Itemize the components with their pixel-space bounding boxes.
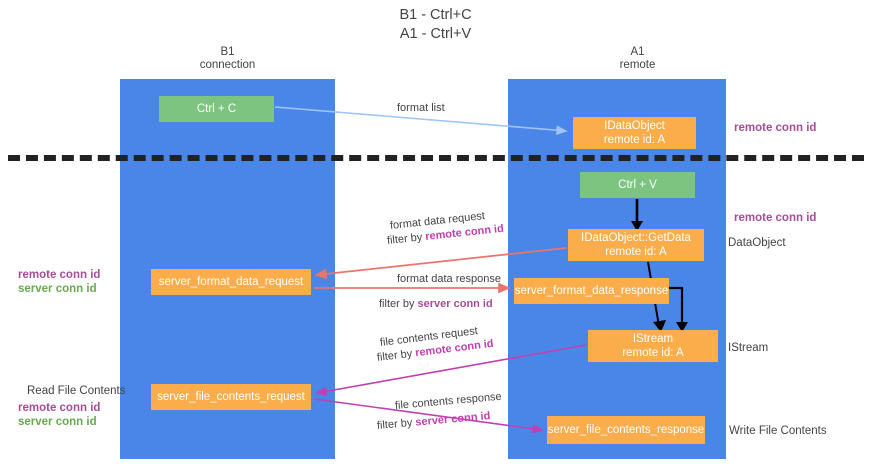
phase-divider (8, 155, 864, 161)
note-conn-ids-upper: remote conn id server conn id (18, 268, 100, 296)
node-ctrl-c[interactable]: Ctrl + C (159, 96, 274, 122)
edge-label-format-data-response-text: format data response (397, 273, 501, 285)
note-write-file-contents: Write File Contents (729, 424, 827, 438)
note-conn-ids-upper-server: server conn id (18, 283, 97, 295)
title-line-2: A1 - Ctrl+V (399, 26, 472, 42)
note-remote-conn-id-mid: remote conn id (734, 211, 816, 225)
arrow-format-data-request (314, 247, 567, 280)
node-ctrl-c-label: Ctrl + C (196, 103, 237, 115)
node-getdata[interactable]: IDataObject::GetData remote id: A (568, 229, 704, 261)
node-server-file-contents-request[interactable]: server_file_contents_request (151, 384, 311, 410)
arrow-response-to-istream-head (676, 322, 688, 332)
edge-label-format-list: format list (397, 101, 445, 115)
arrow-file-contents-request (315, 344, 587, 397)
node-server-format-data-request-label: server_format_data_request (158, 276, 304, 288)
column-header-a1-name: A1 (630, 46, 645, 58)
column-header-b1: B1 connection (150, 46, 305, 72)
edge-filter-format-data-response: filter by server conn id (379, 297, 493, 311)
node-idataobject[interactable]: IDataObject remote id: A (573, 117, 696, 149)
node-server-format-data-response-label: server_format_data_response (514, 285, 669, 297)
note-remote-conn-id-top-text: remote conn id (734, 122, 817, 134)
node-server-file-contents-response[interactable]: server_file_contents_response (547, 416, 705, 444)
note-remote-conn-id-top: remote conn id (734, 121, 816, 135)
note-conn-ids-lower: remote conn id server conn id (18, 401, 100, 429)
arrow-format-list (274, 106, 568, 135)
page-title: B1 - Ctrl+C A1 - Ctrl+V (0, 6, 871, 44)
node-server-file-contents-request-label: server_file_contents_request (157, 391, 305, 403)
note-remote-conn-id-mid-text: remote conn id (734, 212, 817, 224)
edge-label-format-list-text: format list (397, 102, 445, 114)
node-ctrl-v-label: Ctrl + V (618, 179, 657, 191)
arrow-getdata-to-istream-head (653, 320, 666, 332)
node-idataobject-label: IDataObject (604, 120, 665, 132)
title-line-1: B1 - Ctrl+C (399, 7, 472, 23)
edge-filter-format-data-response-prefix: filter by (379, 298, 418, 310)
note-conn-ids-lower-server: server conn id (18, 416, 97, 428)
arrow-ctrlv-to-getdata-head (631, 221, 643, 231)
note-dataobject: DataObject (728, 236, 786, 250)
edge-filter-format-data-response-value: server conn id (417, 298, 493, 310)
note-istream-text: IStream (728, 342, 769, 354)
node-server-file-contents-response-label: server_file_contents_response (547, 424, 705, 436)
node-istream[interactable]: IStream remote id: A (588, 330, 718, 362)
node-istream-label: IStream (632, 333, 674, 345)
node-server-format-data-response[interactable]: server_format_data_response (514, 278, 669, 304)
node-idataobject-sub: remote id: A (603, 134, 666, 146)
node-ctrl-v[interactable]: Ctrl + V (580, 172, 695, 198)
note-istream: IStream (728, 341, 768, 355)
note-dataobject-text: DataObject (728, 237, 786, 249)
column-header-a1-role: remote (619, 59, 656, 71)
edge-filter-format-data-request-prefix: filter by (386, 231, 426, 247)
column-header-b1-name: B1 (220, 46, 235, 58)
arrow-file-contents-response (313, 398, 544, 434)
edge-filter-file-contents-response-prefix: filter by (376, 416, 416, 432)
node-getdata-label: IDataObject::GetData (581, 232, 691, 244)
node-getdata-sub: remote id: A (605, 246, 667, 258)
note-write-file-contents-text: Write File Contents (729, 425, 827, 437)
note-conn-ids-lower-remote: remote conn id (18, 402, 101, 414)
column-header-b1-role: connection (199, 59, 256, 71)
note-read-file-contents: Read File Contents (27, 384, 125, 398)
edge-label-format-data-response: format data response (397, 272, 501, 286)
column-header-a1: A1 remote (560, 46, 715, 72)
node-istream-sub: remote id: A (622, 347, 684, 359)
note-read-file-contents-text: Read File Contents (27, 385, 126, 397)
note-conn-ids-upper-remote: remote conn id (18, 269, 101, 281)
node-server-format-data-request[interactable]: server_format_data_request (151, 269, 311, 295)
